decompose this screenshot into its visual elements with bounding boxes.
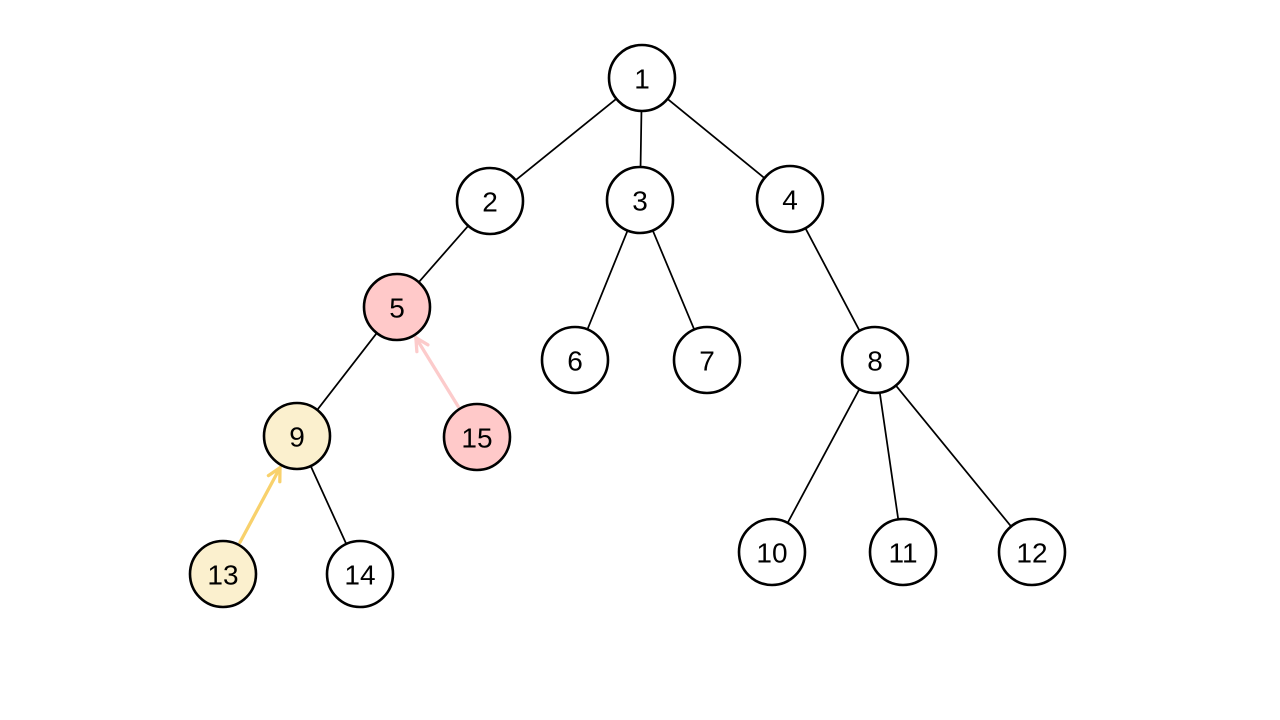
node-circle-12[interactable]: [997, 517, 1067, 587]
node-label-12: 12: [1016, 538, 1047, 569]
node-label-10: 10: [756, 538, 787, 569]
node-label-3: 3: [632, 186, 648, 217]
tree-node-2[interactable]: 2: [455, 166, 525, 236]
node-label-1: 1: [634, 64, 650, 95]
node-circle-4[interactable]: [755, 164, 825, 234]
node-label-4: 4: [782, 185, 798, 216]
node-label-15: 15: [461, 423, 492, 454]
edge-3-7: [651, 229, 696, 331]
node-circle-15[interactable]: [442, 402, 512, 472]
tree-node-3[interactable]: 3: [605, 165, 675, 235]
node-label-11: 11: [888, 538, 917, 569]
node-circle-3[interactable]: [605, 165, 675, 235]
edge-5-9: [316, 332, 378, 411]
tree-node-15[interactable]: 15: [442, 402, 512, 472]
arrow-shaft-15-5: [414, 336, 460, 408]
node-circle-2[interactable]: [455, 166, 525, 236]
tree-node-14[interactable]: 14: [325, 539, 395, 609]
edge-1-3: [639, 110, 643, 168]
edge-4-8: [804, 227, 861, 332]
node-circle-5[interactable]: [362, 272, 432, 342]
edge-8-10: [786, 388, 861, 524]
edge-2-5: [417, 224, 470, 284]
tree-node-11[interactable]: 11: [868, 517, 938, 587]
node-circle-8[interactable]: [840, 325, 910, 395]
arrow-head-15-5: [414, 336, 430, 347]
node-label-5: 5: [389, 293, 405, 324]
node-circle-6[interactable]: [540, 325, 610, 395]
tree-node-6[interactable]: 6: [540, 325, 610, 395]
arrow-head-15-5: [414, 336, 419, 354]
node-circle-9[interactable]: [262, 401, 332, 471]
swap-arrow-15-to-5: [414, 336, 460, 408]
tree-node-8[interactable]: 8: [840, 325, 910, 395]
node-circle-10[interactable]: [737, 517, 807, 587]
node-circle-7[interactable]: [672, 325, 742, 395]
node-label-14: 14: [344, 560, 375, 591]
tree-node-13[interactable]: 13: [188, 539, 258, 609]
edge-3-6: [586, 229, 629, 331]
node-label-8: 8: [867, 346, 883, 377]
edge-8-12: [895, 384, 1012, 528]
tree-node-5[interactable]: 5: [362, 272, 432, 342]
tree-node-12[interactable]: 12: [997, 517, 1067, 587]
tree-node-10[interactable]: 10: [737, 517, 807, 587]
node-circle-1[interactable]: [607, 43, 677, 113]
tree-node-9[interactable]: 9: [262, 401, 332, 471]
arrow-shaft-13-9: [238, 466, 282, 544]
node-label-13: 13: [207, 560, 238, 591]
tree-node-1[interactable]: 1: [607, 43, 677, 113]
node-label-2: 2: [482, 187, 498, 218]
node-label-9: 9: [289, 422, 305, 453]
edge-1-4: [666, 98, 766, 179]
arrow-head-13-9: [266, 466, 282, 478]
tree-node-4[interactable]: 4: [755, 164, 825, 234]
node-circle-14[interactable]: [325, 539, 395, 609]
edge-1-2: [514, 97, 618, 182]
edge-8-11: [878, 391, 900, 521]
node-label-6: 6: [567, 346, 583, 377]
tree-node-7[interactable]: 7: [672, 325, 742, 395]
node-circle-13[interactable]: [188, 539, 258, 609]
node-label-7: 7: [699, 346, 715, 377]
edge-9-14: [309, 465, 348, 545]
node-circle-11[interactable]: [868, 517, 938, 587]
swap-arrow-13-to-9: [238, 466, 282, 544]
